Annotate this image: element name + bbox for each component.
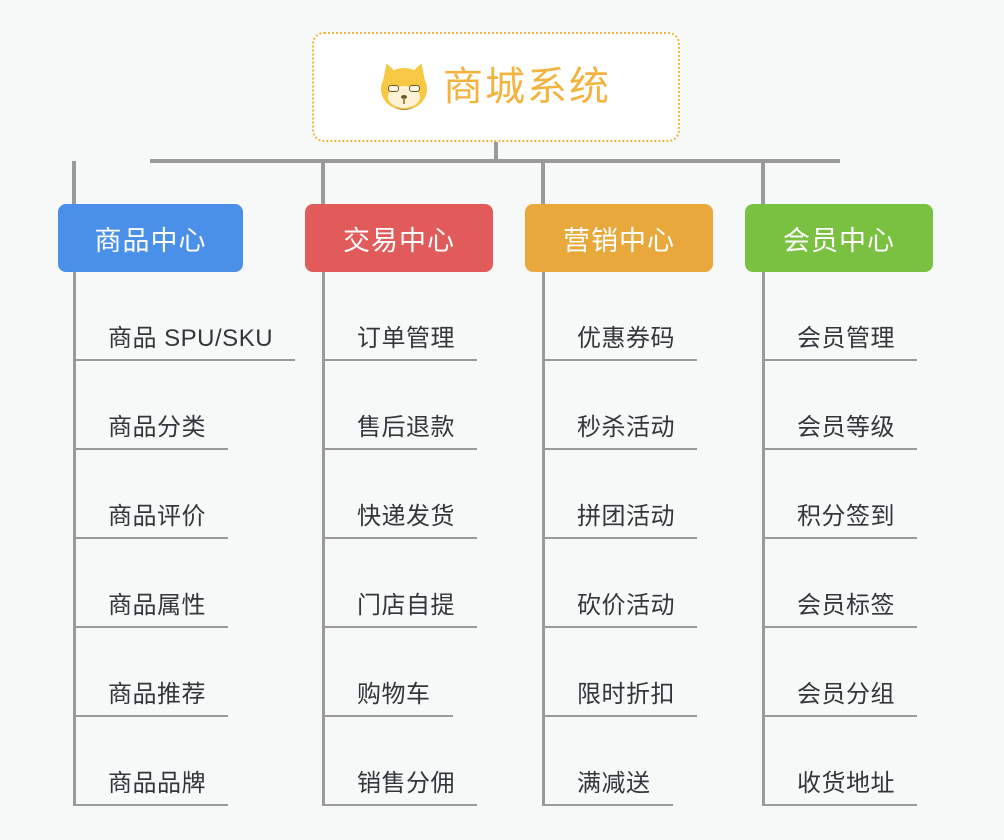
leaf-underline: 购物车 [325,674,453,717]
leaf-label: 会员等级 [797,414,895,441]
leaf-label: 砍价活动 [577,592,675,619]
connector-drop-2 [321,161,325,204]
leaf-label: 购物车 [357,681,431,708]
leaf-label: 门店自提 [357,592,455,619]
leaf-label: 会员管理 [797,325,895,352]
leaf-label: 商品评价 [108,503,206,530]
leaf-node[interactable]: 商品属性 [73,539,228,628]
leaf-node[interactable]: 商品评价 [73,450,228,539]
leaf-label: 优惠券码 [577,325,675,352]
leaf-underline: 快递发货 [325,496,477,539]
leaf-underline: 商品分类 [76,407,228,450]
category-label: 交易中心 [343,225,455,256]
leaf-node[interactable]: 快递发货 [322,450,477,539]
leaf-underline: 收货地址 [765,763,917,806]
leaf-underline: 售后退款 [325,407,477,450]
category-node-4[interactable]: 会员中心 [745,204,933,272]
branch-trunk [73,272,76,806]
leaf-label: 商品分类 [108,414,206,441]
leaf-node[interactable]: 门店自提 [322,539,477,628]
branch-trunk [542,272,545,806]
leaf-underline: 会员标签 [765,585,917,628]
leaf-label: 限时折扣 [577,681,675,708]
leaf-label: 售后退款 [357,414,455,441]
leaf-node[interactable]: 满减送 [542,717,673,806]
leaf-label: 会员分组 [797,681,895,708]
connector-drop-1 [72,161,76,204]
leaf-node[interactable]: 砍价活动 [542,539,697,628]
leaf-underline: 商品 SPU/SKU [76,318,296,361]
leaf-node[interactable]: 商品分类 [73,361,228,450]
leaf-underline: 秒杀活动 [545,407,697,450]
leaf-label: 会员标签 [797,592,895,619]
leaf-node[interactable]: 拼团活动 [542,450,697,539]
category-node-1[interactable]: 商品中心 [58,204,243,272]
connector-drop-4 [761,161,765,204]
leaf-label: 商品 SPU/SKU [108,325,274,352]
leaf-node[interactable]: 销售分佣 [322,717,477,806]
dog-face-icon [377,60,431,110]
leaf-label: 商品推荐 [108,681,206,708]
leaf-node[interactable]: 秒杀活动 [542,361,697,450]
category-label: 会员中心 [783,225,895,256]
leaf-underline: 门店自提 [325,585,477,628]
leaf-label: 商品品牌 [108,770,206,797]
leaf-label: 满减送 [577,770,651,797]
leaf-node[interactable]: 会员等级 [762,361,917,450]
connector-horizontal-bus [150,159,840,163]
leaf-underline: 限时折扣 [545,674,697,717]
connector-root-stem [494,142,498,161]
leaf-node[interactable]: 订单管理 [322,272,477,361]
leaf-node[interactable]: 会员标签 [762,539,917,628]
root-title: 商城系统 [443,65,611,109]
branch-trunk [762,272,765,806]
leaf-underline: 销售分佣 [325,763,477,806]
leaf-underline: 会员等级 [765,407,917,450]
leaf-label: 商品属性 [108,592,206,619]
category-label: 商品中心 [94,225,207,256]
leaf-node[interactable]: 积分签到 [762,450,917,539]
root-node[interactable]: 商城系统 [312,32,680,142]
leaf-underline: 会员分组 [765,674,917,717]
leaf-node[interactable]: 收货地址 [762,717,917,806]
leaf-node[interactable]: 商品推荐 [73,628,228,717]
leaf-underline: 商品推荐 [76,674,228,717]
leaf-underline: 商品品牌 [76,763,228,806]
category-label: 营销中心 [563,225,675,256]
leaf-label: 销售分佣 [357,770,455,797]
connector-drop-3 [541,161,545,204]
leaf-underline: 拼团活动 [545,496,697,539]
leaf-node[interactable]: 商品品牌 [73,717,228,806]
leaf-underline: 商品评价 [76,496,228,539]
branch-trunk [322,272,325,806]
leaf-underline: 优惠券码 [545,318,697,361]
leaf-label: 秒杀活动 [577,414,675,441]
leaf-node[interactable]: 售后退款 [322,361,477,450]
leaf-underline: 会员管理 [765,318,917,361]
leaf-underline: 积分签到 [765,496,917,539]
leaf-node[interactable]: 限时折扣 [542,628,697,717]
leaf-label: 快递发货 [357,503,455,530]
leaf-label: 收货地址 [797,770,895,797]
leaf-node[interactable]: 会员分组 [762,628,917,717]
leaf-underline: 砍价活动 [545,585,697,628]
leaf-node[interactable]: 购物车 [322,628,453,717]
leaf-underline: 满减送 [545,763,673,806]
leaf-node[interactable]: 优惠券码 [542,272,697,361]
leaf-underline: 商品属性 [76,585,228,628]
leaf-underline: 订单管理 [325,318,477,361]
category-node-3[interactable]: 营销中心 [525,204,713,272]
leaf-node[interactable]: 商品 SPU/SKU [73,272,296,361]
leaf-label: 订单管理 [357,325,455,352]
leaf-label: 拼团活动 [577,503,675,530]
leaf-node[interactable]: 会员管理 [762,272,917,361]
leaf-label: 积分签到 [797,503,895,530]
category-node-2[interactable]: 交易中心 [305,204,493,272]
